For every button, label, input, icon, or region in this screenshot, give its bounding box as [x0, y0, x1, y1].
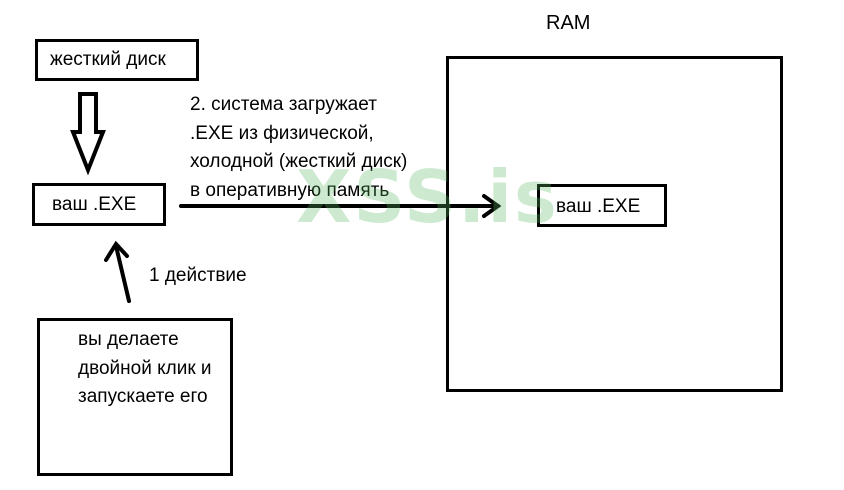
- step2-line: 2. система загружает: [190, 94, 377, 115]
- step1-label: 1 действие: [149, 265, 247, 286]
- hollow-down-arrow-icon: [70, 92, 106, 176]
- user-action-box: вы делаете двойной клик и запускаете его: [37, 318, 233, 476]
- step2-line: .EXE из физической,: [190, 122, 374, 144]
- exe-label: ваш .EXE: [52, 194, 137, 215]
- ram-exe-box: ваш .EXE: [537, 184, 667, 227]
- right-arrow-icon: [179, 194, 502, 218]
- step2-line: в оперативную память: [190, 179, 390, 201]
- up-arrow-icon: [104, 240, 131, 303]
- ram-title: RAM: [546, 12, 591, 34]
- step2-description: 2. система загружает .EXE из физической,…: [190, 91, 407, 205]
- watermark: XSS.is: [296, 155, 559, 239]
- step2-line: холодной (жесткий диск): [190, 151, 408, 172]
- exe-box: ваш .EXE: [32, 183, 166, 226]
- hard-disk-label: жесткий диск: [50, 49, 166, 70]
- hard-disk-box: жесткий диск: [35, 39, 199, 81]
- user-action-text: вы делаете двойной клик и запускаете его: [78, 329, 212, 407]
- ram-exe-label: ваш .EXE: [556, 196, 641, 217]
